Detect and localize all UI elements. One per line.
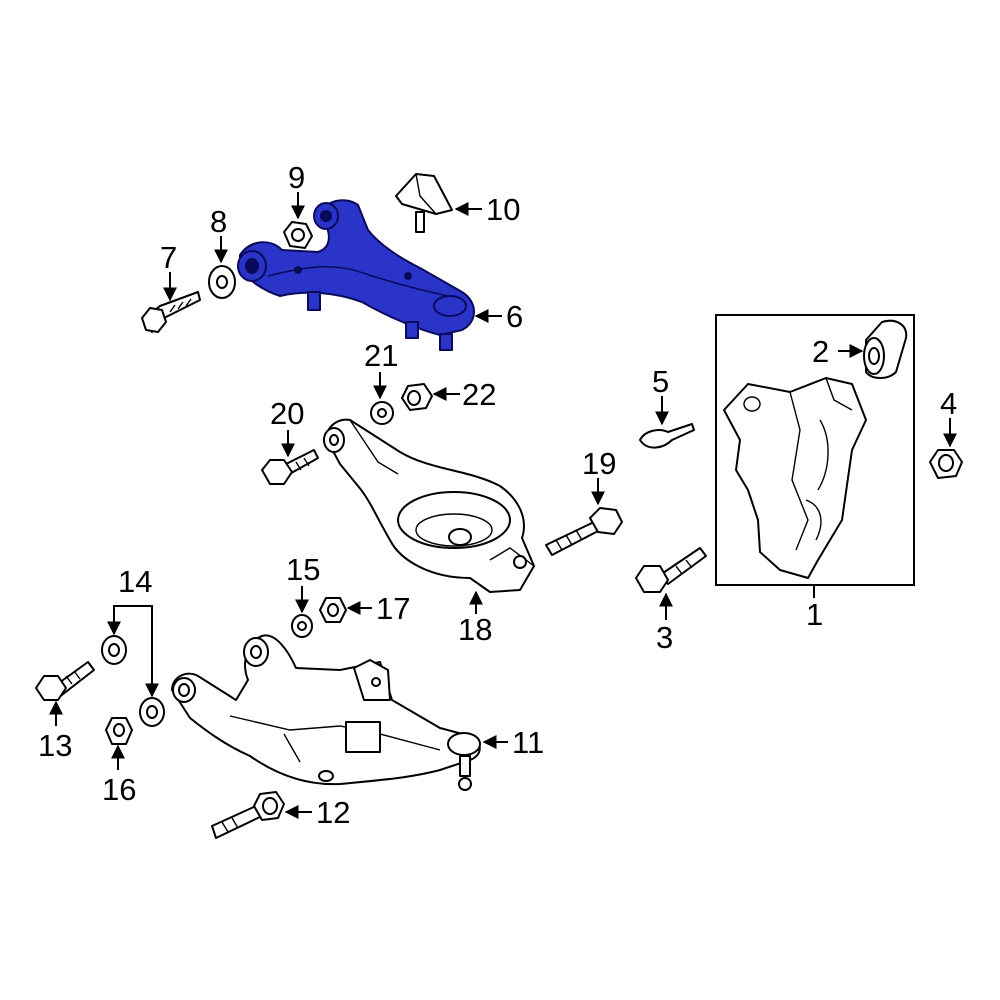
- callout-4: 4: [940, 386, 957, 421]
- upper-arm-bushing-right-hole: [320, 210, 332, 222]
- callout-labels: 1 2 3 4 5 6 7 8 9 10 11 12 13 14 15 16 1…: [38, 160, 957, 830]
- bolt-part-19[interactable]: [545, 507, 623, 556]
- callout-21: 21: [364, 338, 398, 373]
- washer-part-8[interactable]: [208, 265, 236, 299]
- callout-15: 15: [286, 552, 320, 587]
- callout-10: 10: [486, 192, 520, 227]
- knuckle-part-1[interactable]: [723, 377, 867, 579]
- nut-part-22[interactable]: [401, 383, 433, 411]
- upper-arm-tab-3: [439, 333, 453, 351]
- upper-arm-body: [239, 199, 475, 336]
- knuckle-box: [715, 314, 915, 586]
- washer-part-14-lower[interactable]: [139, 697, 165, 727]
- callout-20: 20: [270, 396, 304, 431]
- callout-14: 14: [118, 564, 152, 599]
- bolt-part-7[interactable]: [141, 291, 201, 333]
- callout-12: 12: [316, 795, 350, 830]
- cotter-pin-part-5[interactable]: [639, 423, 695, 449]
- upper-arm-tab-2: [405, 321, 419, 339]
- nut-part-17[interactable]: [319, 597, 347, 623]
- bushing-part-2[interactable]: [863, 319, 908, 379]
- nut-part-9[interactable]: [283, 221, 313, 249]
- leader-lines: [49, 192, 957, 819]
- nut-part-4[interactable]: [929, 449, 963, 479]
- callout-7: 7: [160, 240, 177, 275]
- washer-part-14-upper[interactable]: [101, 635, 127, 665]
- upper-arm-bushing-left-hole: [245, 258, 259, 274]
- callout-6: 6: [506, 299, 523, 334]
- callout-5: 5: [652, 364, 669, 399]
- callout-17: 17: [376, 591, 410, 626]
- bump-stop-part-10[interactable]: [395, 173, 453, 233]
- bolt-part-3[interactable]: [635, 547, 707, 593]
- washer-part-21[interactable]: [370, 401, 394, 425]
- bolt-part-20[interactable]: [261, 449, 319, 485]
- upper-arm-tab-1: [307, 291, 321, 311]
- callout-22: 22: [462, 377, 496, 412]
- callout-3: 3: [656, 620, 673, 655]
- callout-9: 9: [288, 160, 305, 195]
- callout-2: 2: [812, 334, 829, 369]
- spring-link-part-18[interactable]: [323, 418, 535, 593]
- callout-1: 1: [806, 597, 823, 632]
- callout-16: 16: [102, 772, 136, 807]
- washer-part-15[interactable]: [291, 614, 313, 638]
- bolt-part-12[interactable]: [211, 791, 285, 839]
- callout-18: 18: [458, 612, 492, 647]
- callout-19: 19: [582, 446, 616, 481]
- nut-part-16[interactable]: [105, 717, 133, 745]
- callout-11: 11: [512, 725, 544, 760]
- bolt-part-13[interactable]: [35, 661, 95, 701]
- callout-13: 13: [38, 728, 72, 763]
- callout-8: 8: [210, 204, 227, 239]
- upper-arm-ball-joint: [433, 295, 467, 317]
- lower-control-arm-part-11[interactable]: [171, 634, 481, 791]
- upper-control-arm-part-6[interactable]: [237, 199, 475, 351]
